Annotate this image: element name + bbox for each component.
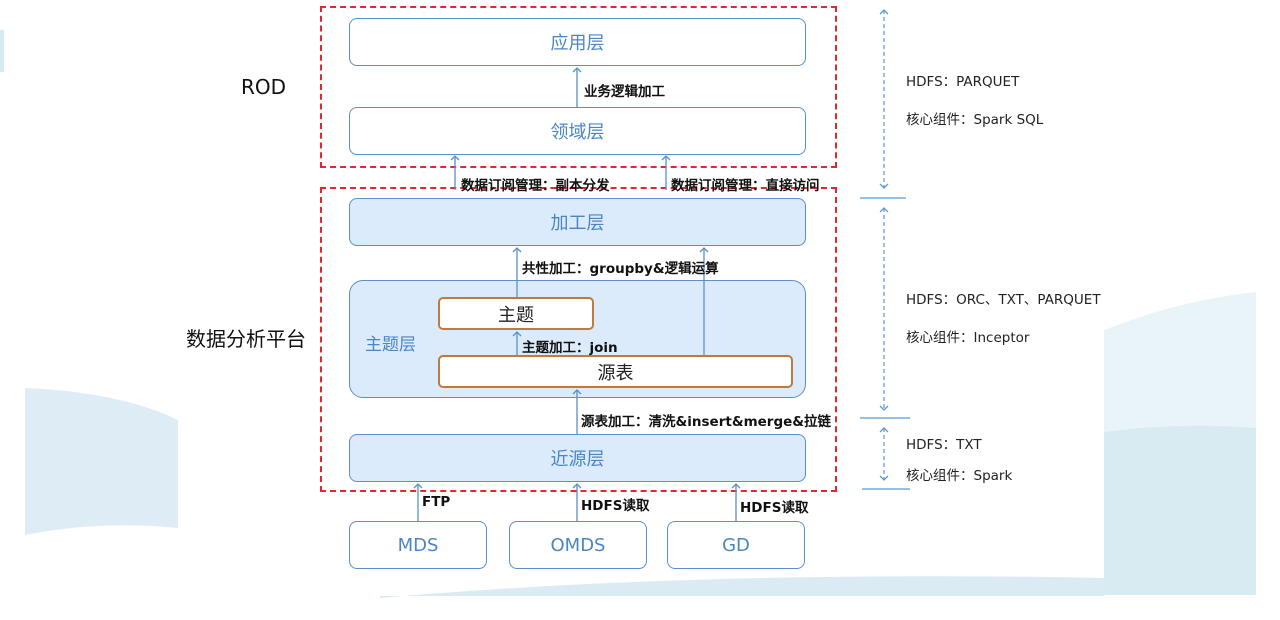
label-hdfs-read-2: HDFS读取 bbox=[740, 500, 809, 516]
rod-group-box bbox=[320, 6, 837, 168]
theme-layer-label: 主题层 bbox=[365, 335, 416, 355]
label-source-proc: 源表加工：清洗&insert&merge&拉链 bbox=[581, 414, 832, 430]
platform-label: 数据分析平台 bbox=[186, 327, 306, 351]
note-rod-storage: HDFS：PARQUET bbox=[906, 74, 1020, 90]
label-business: 业务逻辑加工 bbox=[584, 84, 665, 100]
source-omds: OMDS bbox=[509, 521, 647, 569]
rod-label: ROD bbox=[241, 75, 287, 99]
label-common: 共性加工：groupby&逻辑运算 bbox=[522, 261, 719, 277]
label-sub-direct: 数据订阅管理：直接访问 bbox=[671, 178, 820, 194]
note-near-component: 核心组件：Spark bbox=[906, 468, 1013, 484]
label-hdfs-read-1: HDFS读取 bbox=[581, 498, 650, 514]
note-platform-component: 核心组件：Inceptor bbox=[906, 330, 1030, 346]
topic-box: 主题 bbox=[438, 297, 594, 330]
note-platform-storage: HDFS：ORC、TXT、PARQUET bbox=[906, 292, 1101, 308]
label-ftp: FTP bbox=[422, 494, 451, 510]
platform-group-box bbox=[320, 187, 837, 492]
app-layer: 应用层 bbox=[349, 18, 806, 66]
note-near-storage: HDFS：TXT bbox=[906, 437, 982, 453]
label-sub-copy: 数据订阅管理：副本分发 bbox=[461, 178, 610, 194]
source-table-box: 源表 bbox=[438, 355, 793, 388]
process-layer: 加工层 bbox=[349, 198, 806, 246]
label-topic-join: 主题加工：join bbox=[522, 340, 618, 356]
source-gd: GD bbox=[667, 521, 805, 569]
source-mds: MDS bbox=[349, 521, 487, 569]
near-source-layer: 近源层 bbox=[349, 434, 806, 482]
note-rod-component: 核心组件：Spark SQL bbox=[906, 112, 1044, 128]
domain-layer: 领域层 bbox=[349, 107, 806, 155]
